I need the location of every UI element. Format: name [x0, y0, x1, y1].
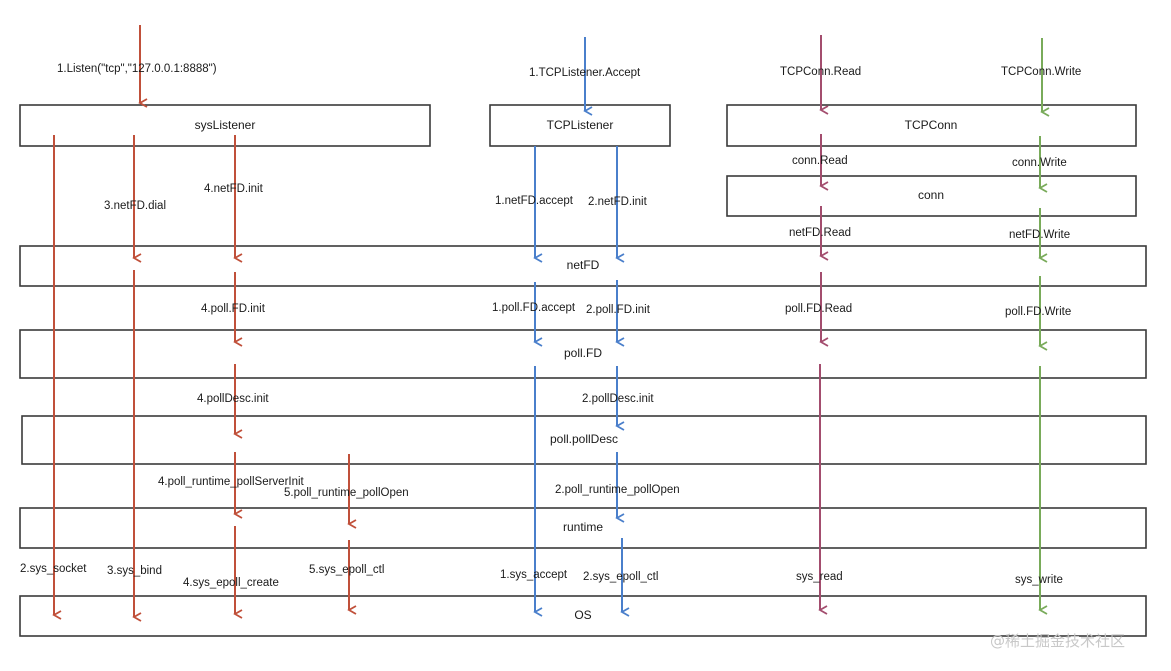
box-netfd [19, 245, 1147, 287]
box-tcplistener [489, 104, 671, 147]
label-server-init: 4.poll_runtime_pollServerInit [158, 476, 305, 488]
label-sys-bind: 3.sys_bind [107, 565, 162, 577]
box-tcpconn [726, 104, 1137, 147]
label-netfd-read: netFD.Read [789, 227, 851, 239]
box-conn-label: conn [918, 188, 944, 202]
label-write-top: TCPConn.Write [1001, 66, 1081, 78]
label-sys-socket: 2.sys_socket [20, 563, 87, 575]
box-os [19, 595, 1147, 637]
label-poll-open-2: 2.poll_runtime_pollOpen [555, 484, 680, 496]
watermark: @稀土掘金技术社区 [990, 632, 1125, 650]
label-pollfd-init-4: 4.poll.FD.init [201, 303, 266, 315]
box-netfd-label: netFD [567, 258, 600, 272]
label-pollfd-accept: 1.poll.FD.accept [492, 302, 576, 314]
label-accept-top: 1.TCPListener.Accept [529, 67, 641, 79]
label-polldesc-init-2: 2.pollDesc.init [582, 393, 654, 405]
listen-arrows [52, 25, 357, 622]
box-tcpconn-label: TCPConn [905, 118, 958, 132]
label-netfd-init-2: 2.netFD.init [588, 196, 648, 208]
label-read-top: TCPConn.Read [780, 66, 861, 78]
box-pollfd [19, 329, 1147, 379]
box-syslistener-label: sysListener [195, 118, 256, 132]
write-arrows [1038, 38, 1050, 615]
label-pollfd-write: poll.FD.Write [1005, 306, 1071, 318]
label-netfd-dial: 3.netFD.dial [104, 200, 166, 212]
read-arrows [818, 35, 829, 615]
label-sys-epoll-ctl-2: 2.sys_epoll_ctl [583, 571, 658, 583]
label-conn-write: conn.Write [1012, 157, 1067, 169]
box-os-label: OS [574, 608, 591, 622]
label-pollfd-init-2: 2.poll.FD.init [586, 304, 651, 316]
label-netfd-write: netFD.Write [1009, 229, 1070, 241]
accept-arrows [533, 37, 630, 617]
box-runtime [19, 507, 1147, 549]
label-listen: 1.Listen("tcp","127.0.0.1:8888") [57, 63, 217, 75]
box-tcplistener-label: TCPListener [547, 118, 614, 132]
label-sys-write: sys_write [1015, 574, 1063, 586]
box-polldesc-label: poll.pollDesc [550, 432, 618, 446]
label-conn-read: conn.Read [792, 155, 848, 167]
box-polldesc [21, 415, 1147, 465]
label-netfd-accept: 1.netFD.accept [495, 195, 574, 207]
box-conn [726, 175, 1137, 217]
box-runtime-label: runtime [563, 520, 603, 534]
box-syslistener [19, 104, 431, 147]
box-pollfd-label: poll.FD [564, 346, 602, 360]
label-polldesc-init-4: 4.pollDesc.init [197, 393, 269, 405]
label-pollfd-read: poll.FD.Read [785, 303, 852, 315]
label-sys-epoll-create: 4.sys_epoll_create [183, 577, 279, 589]
label-sys-accept: 1.sys_accept [500, 569, 568, 581]
label-sys-epoll-ctl-5: 5.sys_epoll_ctl [309, 564, 384, 576]
label-sys-read: sys_read [796, 571, 843, 583]
label-poll-open-5: 5.poll_runtime_pollOpen [284, 487, 409, 499]
label-netfd-init-4: 4.netFD.init [204, 183, 264, 195]
